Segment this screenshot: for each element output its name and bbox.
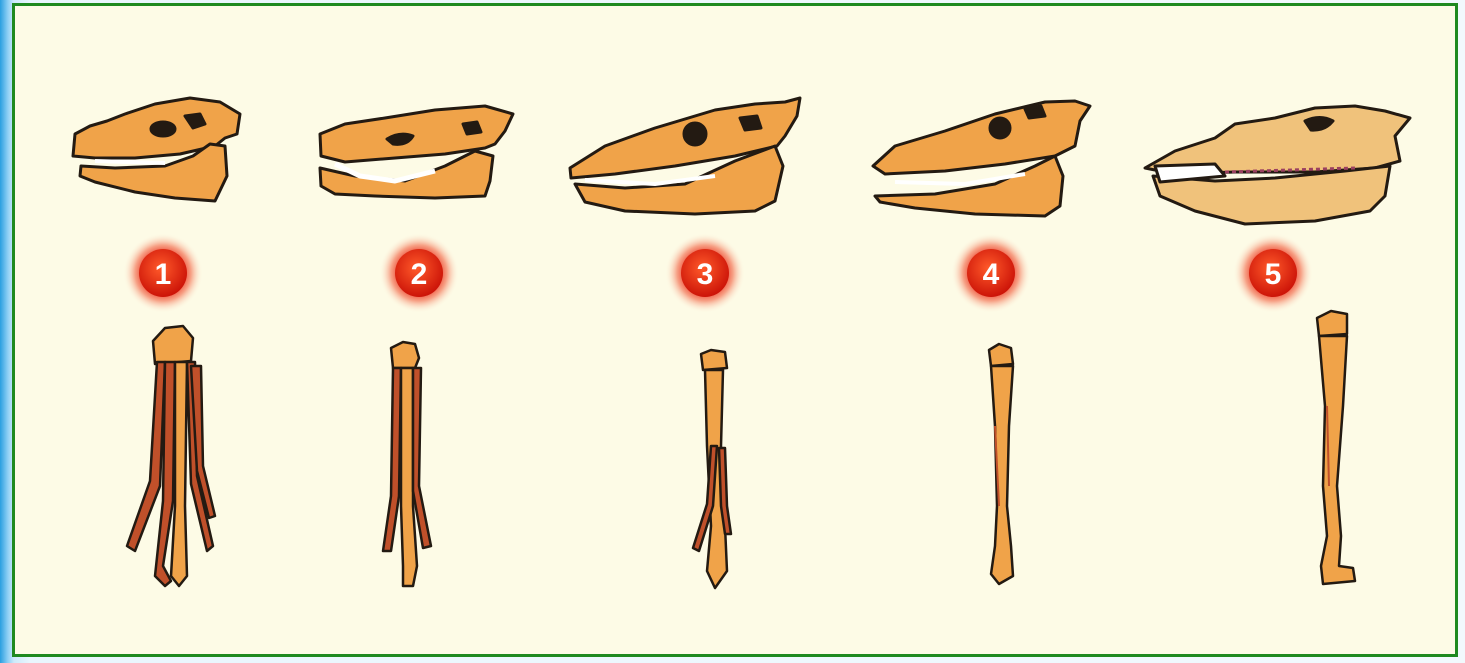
number-badge: 1 [123,233,203,313]
foot-bone-icon [127,326,215,586]
skull-icon [1145,106,1410,224]
number-badge: 4 [951,233,1031,313]
skull-icon [873,101,1090,216]
diagram-canvas: 1 2 3 4 5 [15,6,1455,654]
skull-icon [320,106,513,198]
stage-number-5: 5 [1265,258,1282,291]
skull-icon [73,98,240,201]
foot-bone-icon [989,344,1013,584]
stage-number-1: 1 [155,258,172,291]
stage-number-4: 4 [983,258,1000,291]
evolution-diagram: 1 2 3 4 5 [12,3,1458,657]
skull-icon [570,98,800,214]
number-badge: 3 [665,233,745,313]
foot-bone-icon [1317,311,1355,584]
stage-number-2: 2 [411,258,428,291]
number-badge: 5 [1233,233,1313,313]
number-badge: 2 [379,233,459,313]
foot-bone-icon [693,350,731,588]
stage-number-3: 3 [697,258,714,291]
foot-bone-icon [383,342,431,586]
